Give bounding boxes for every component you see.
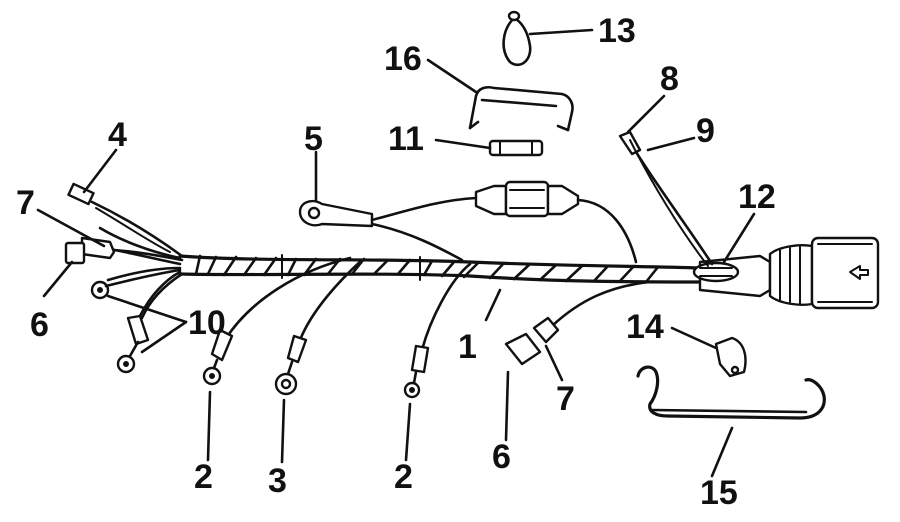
connector-7-6-right <box>504 280 652 366</box>
connector-6-left <box>64 241 86 265</box>
callout-6: 6 <box>492 438 511 476</box>
callout-3: 3 <box>268 462 287 500</box>
terminals-10 <box>90 268 184 374</box>
leader-lines <box>36 28 756 478</box>
callout-13: 13 <box>598 12 636 50</box>
callout-7: 7 <box>556 380 575 418</box>
terminal-2-left <box>202 256 352 386</box>
callout-7: 7 <box>16 184 35 222</box>
callout-2: 2 <box>194 458 213 496</box>
callout-9: 9 <box>696 112 715 150</box>
callout-15: 15 <box>700 474 738 512</box>
terminal-3 <box>274 258 364 396</box>
clamp-12 <box>692 261 740 283</box>
callout-6: 6 <box>30 306 49 344</box>
callout-8: 8 <box>660 60 679 98</box>
bracket-16 <box>468 85 574 132</box>
retainer-15 <box>636 365 826 420</box>
spiral-wrap <box>194 254 660 284</box>
bracket-14 <box>714 336 747 378</box>
callout-2: 2 <box>394 458 413 496</box>
callout-16: 16 <box>384 40 422 78</box>
callout-labels: 1 2 2 3 4 5 6 6 7 7 8 9 10 11 12 13 14 1… <box>16 12 776 512</box>
terminal-2-middle <box>403 262 472 399</box>
callout-1: 1 <box>458 328 477 366</box>
callout-5: 5 <box>304 120 323 158</box>
wire-8-9 <box>618 130 714 267</box>
callout-12: 12 <box>738 178 776 216</box>
harness-trunk <box>90 226 702 318</box>
callout-10: 10 <box>188 304 226 342</box>
callout-11: 11 <box>388 120 424 158</box>
callout-14: 14 <box>626 308 664 346</box>
terminal-5-branch <box>298 196 478 262</box>
fuse-11 <box>488 139 544 157</box>
connector-7-left <box>80 236 184 262</box>
wire-4-connector <box>67 182 184 258</box>
callout-4: 4 <box>108 116 127 154</box>
clip-13 <box>502 10 532 67</box>
fuse-holder <box>474 180 638 264</box>
